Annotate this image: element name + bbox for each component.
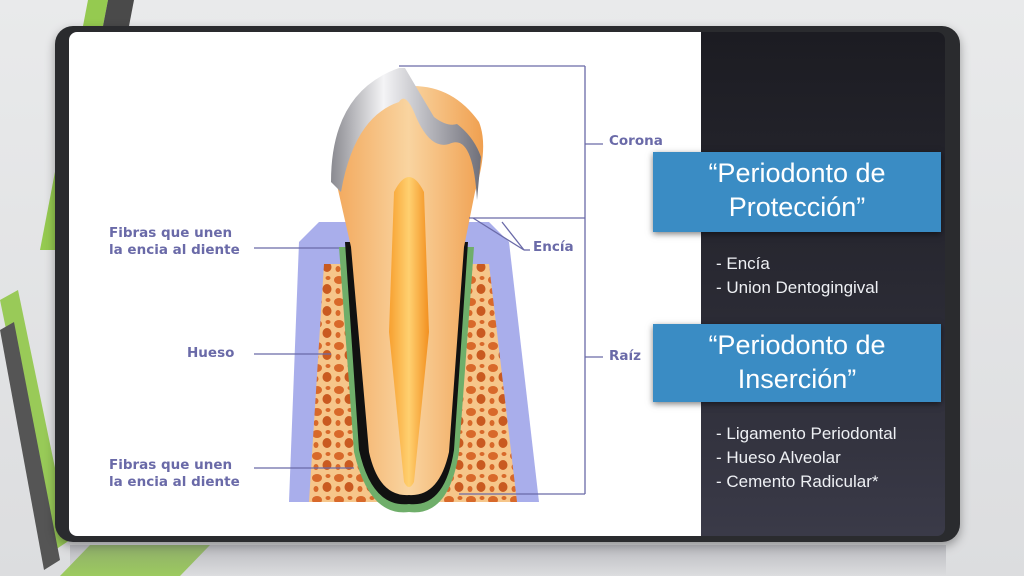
callout-proteccion-line2: Protección” <box>728 192 866 222</box>
list-item: - Ligamento Periodontal <box>716 424 897 443</box>
list-item: - Hueso Alveolar <box>716 448 841 467</box>
callout-insercion: “Periodonto de Inserción” <box>653 324 941 402</box>
label-fibras-top-line1: Fibras que unen <box>109 225 233 241</box>
label-fibras-top: Fibras que unen la encia al diente <box>109 225 240 259</box>
callout-proteccion-line1: “Periodonto de <box>708 158 886 188</box>
slide-reflection <box>70 545 946 576</box>
list-item: - Union Dentogingival <box>716 278 879 297</box>
enamel <box>331 68 481 200</box>
pulp <box>389 177 429 487</box>
label-fibras-top-line2: la encia al diente <box>109 242 240 258</box>
label-fibras-bottom-line1: Fibras que unen <box>109 457 233 473</box>
tooth-illustration <box>254 65 603 513</box>
slide-frame: Corona Encía Raíz Fibras que unen la enc… <box>55 26 960 542</box>
label-fibras-bottom: Fibras que unen la encia al diente <box>109 457 240 491</box>
tooth-diagram: Corona Encía Raíz Fibras que unen la enc… <box>69 32 701 536</box>
proteccion-list: - Encía - Union Dentogingival <box>716 252 879 300</box>
callout-insercion-line1: “Periodonto de <box>708 330 886 360</box>
label-encia: Encía <box>533 239 574 255</box>
label-hueso: Hueso <box>187 345 235 361</box>
callout-insercion-line2: Inserción” <box>737 364 857 394</box>
label-fibras-bottom-line2: la encia al diente <box>109 474 240 490</box>
label-corona: Corona <box>609 133 663 149</box>
list-item: - Encía <box>716 254 770 273</box>
label-raiz: Raíz <box>609 348 641 364</box>
insercion-list: - Ligamento Periodontal - Hueso Alveolar… <box>716 422 897 494</box>
list-item: - Cemento Radicular* <box>716 472 879 491</box>
slide-content: Corona Encía Raíz Fibras que unen la enc… <box>69 32 945 536</box>
callout-proteccion: “Periodonto de Protección” <box>653 152 941 232</box>
